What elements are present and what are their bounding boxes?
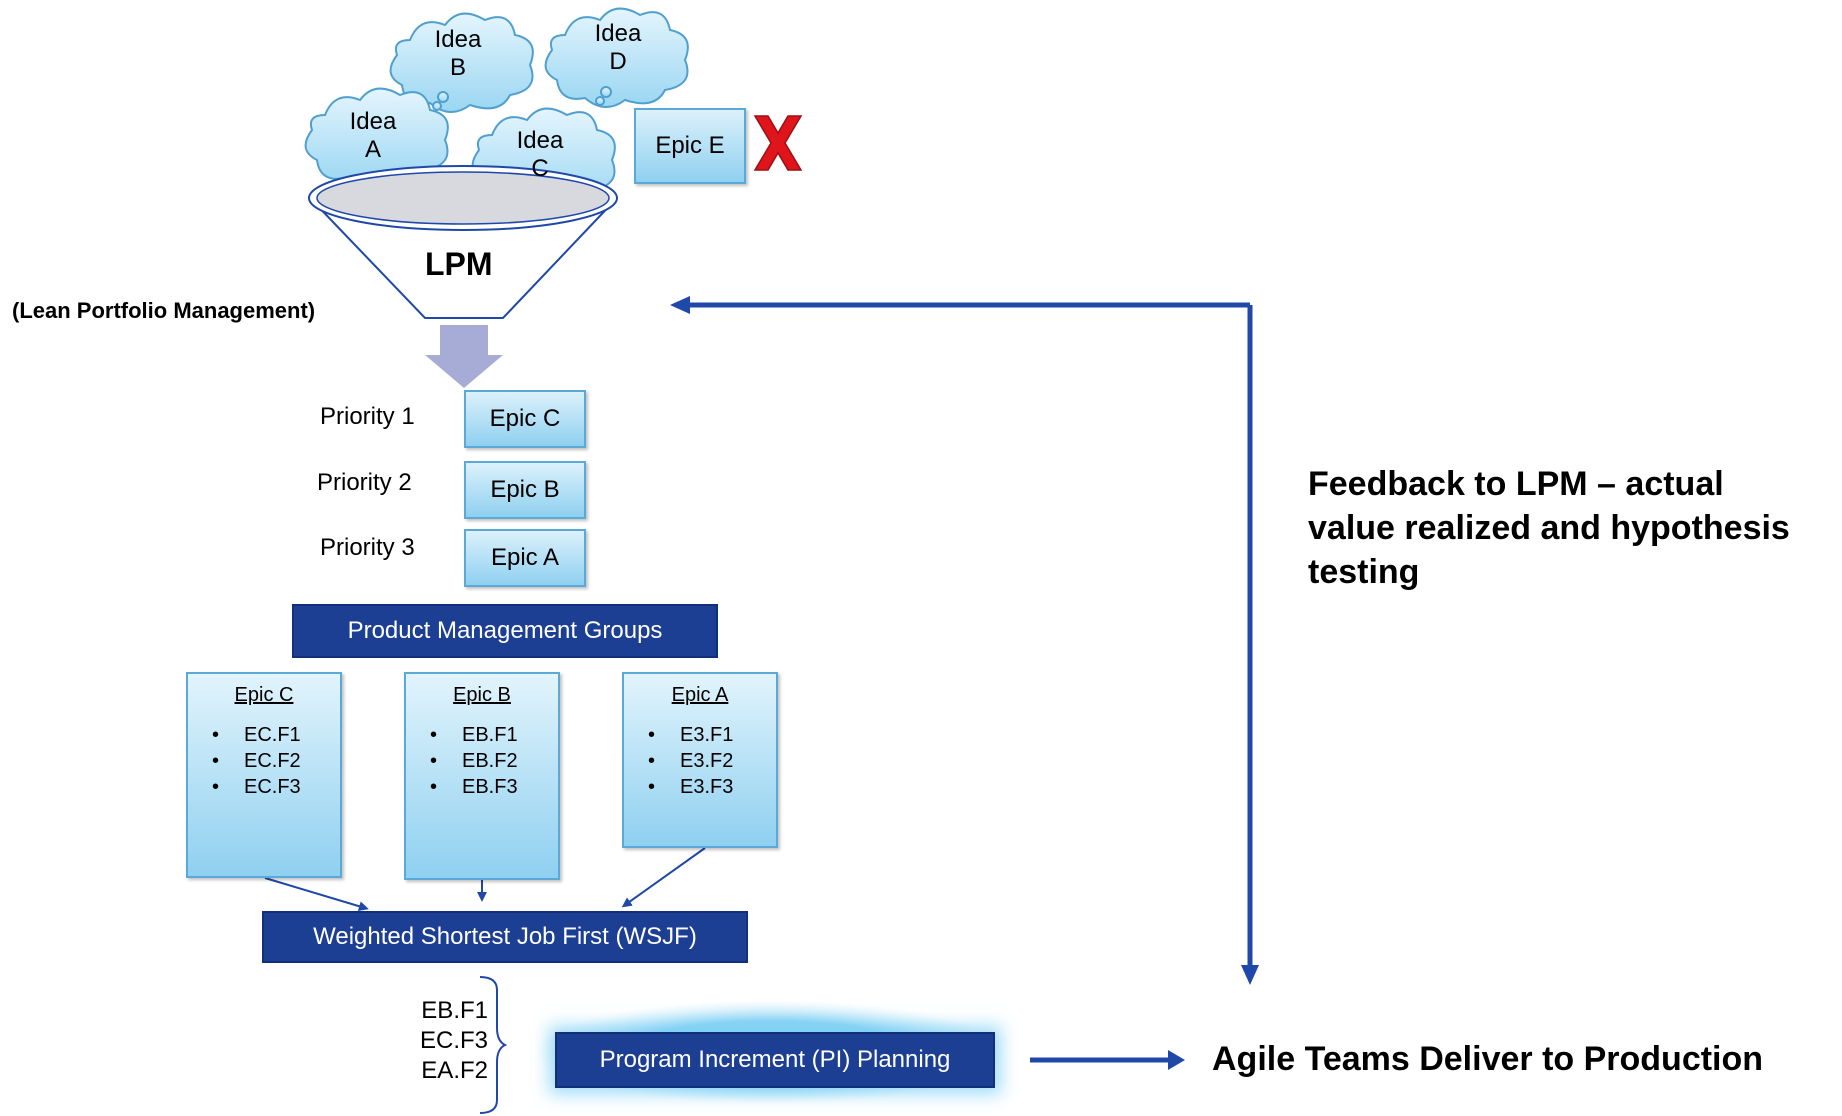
priority-1-epic: Epic C	[464, 390, 586, 448]
wsjf-box: Weighted Shortest Job First (WSJF)	[262, 911, 748, 963]
idea-d-line1: Idea	[594, 20, 642, 47]
idea-b-line2: B	[449, 54, 466, 81]
selected-feature: EB.F1	[421, 997, 488, 1024]
feature-item: • EB.F3	[430, 774, 518, 800]
funnel-label: LPM	[425, 246, 493, 282]
priority-2-epic: Epic B	[464, 461, 586, 519]
idea-b-label: Idea B	[403, 26, 513, 82]
feature-item: • EB.F1	[430, 722, 518, 748]
idea-b-line1: Idea	[434, 26, 482, 53]
funnel-subtitle: (Lean Portfolio Management)	[12, 298, 316, 323]
epic-b-feature-list: • EB.F1 • EB.F2 • EB.F3	[430, 722, 518, 800]
feature-label: E3.F3	[680, 776, 734, 798]
bullet: •	[212, 776, 220, 798]
feature-label: E3.F1	[680, 724, 734, 746]
feedback-left-arrowhead	[670, 296, 690, 314]
feature-item: • EB.F2	[430, 748, 518, 774]
feature-label: EC.F2	[244, 750, 301, 772]
feedback-label: Feedback to LPM – actual value realized …	[1308, 462, 1790, 594]
feature-label: EC.F3	[244, 776, 301, 798]
bullet: •	[212, 724, 220, 746]
epic-a-card: Epic A • E3.F1 • E3.F2 • E3.F3	[622, 672, 778, 848]
feedback-loop-arrow	[685, 302, 1253, 970]
idea-c-label: Idea C	[485, 127, 595, 183]
priority-3-label: Priority 3	[320, 534, 415, 561]
feature-brace	[479, 976, 508, 1114]
epic-c-card-title: Epic C	[234, 684, 294, 706]
feature-label: E3.F2	[680, 750, 734, 772]
epic-c-card: Epic C • EC.F1 • EC.F2 • EC.F3	[186, 672, 342, 878]
feature-item: • E3.F3	[648, 774, 733, 800]
selected-feature: EC.F3	[419, 1027, 488, 1054]
reject-x-icon	[753, 115, 803, 171]
feedback-line: testing	[1308, 553, 1420, 591]
pi-planning-box: Program Increment (PI) Planning	[555, 1032, 995, 1088]
feature-label: EB.F2	[462, 750, 518, 772]
idea-a-label: Idea A	[318, 108, 428, 164]
selected-features: EB.F1 EC.F3 EA.F2	[392, 996, 488, 1086]
card-connectors	[264, 847, 706, 912]
feedback-line: value realized and hypothesis	[1308, 509, 1790, 547]
epic-c-feature-list: • EC.F1 • EC.F2 • EC.F3	[212, 722, 301, 800]
bullet: •	[430, 724, 438, 746]
idea-cloud-b	[389, 12, 534, 113]
priority-3-epic: Epic A	[464, 529, 586, 587]
feature-item: • EC.F1	[212, 722, 301, 748]
idea-a-line2: A	[364, 136, 381, 163]
feature-label: EB.F3	[462, 776, 518, 798]
delivery-label: Agile Teams Deliver to Production	[1212, 1040, 1764, 1078]
feature-item: • EC.F3	[212, 774, 301, 800]
bullet: •	[648, 724, 656, 746]
epic-a-card-title: Epic A	[671, 684, 729, 706]
epic-b-card-title: Epic B	[453, 684, 511, 706]
bullet: •	[212, 750, 220, 772]
lpm-funnel	[308, 165, 618, 319]
epic-e-box: Epic E	[634, 108, 746, 184]
feature-item: • E3.F2	[648, 748, 733, 774]
selected-feature: EA.F2	[421, 1057, 488, 1084]
feedback-down-arrowhead	[1241, 965, 1259, 985]
idea-cloud-d	[544, 7, 689, 108]
feature-item: • E3.F1	[648, 722, 733, 748]
idea-c-line2: C	[531, 155, 549, 182]
funnel-down-arrow	[425, 325, 503, 388]
bullet: •	[648, 750, 656, 772]
idea-d-line2: D	[609, 48, 627, 75]
epic-b-card: Epic B • EB.F1 • EB.F2 • EB.F3	[404, 672, 560, 880]
idea-c-line1: Idea	[516, 127, 564, 154]
epic-a-feature-list: • E3.F1 • E3.F2 • E3.F3	[648, 722, 733, 800]
idea-d-label: Idea D	[563, 20, 673, 76]
feature-label: EC.F1	[244, 724, 301, 746]
idea-a-line1: Idea	[349, 108, 397, 135]
bullet: •	[430, 750, 438, 772]
product-management-box: Product Management Groups	[292, 604, 718, 658]
bullet: •	[648, 776, 656, 798]
feature-label: EB.F1	[462, 724, 518, 746]
priority-1-label: Priority 1	[320, 403, 415, 430]
feature-item: • EC.F2	[212, 748, 301, 774]
feedback-line: Feedback to LPM – actual	[1308, 465, 1724, 503]
bullet: •	[430, 776, 438, 798]
priority-2-label: Priority 2	[317, 469, 412, 496]
delivery-arrowhead	[1168, 1050, 1185, 1070]
